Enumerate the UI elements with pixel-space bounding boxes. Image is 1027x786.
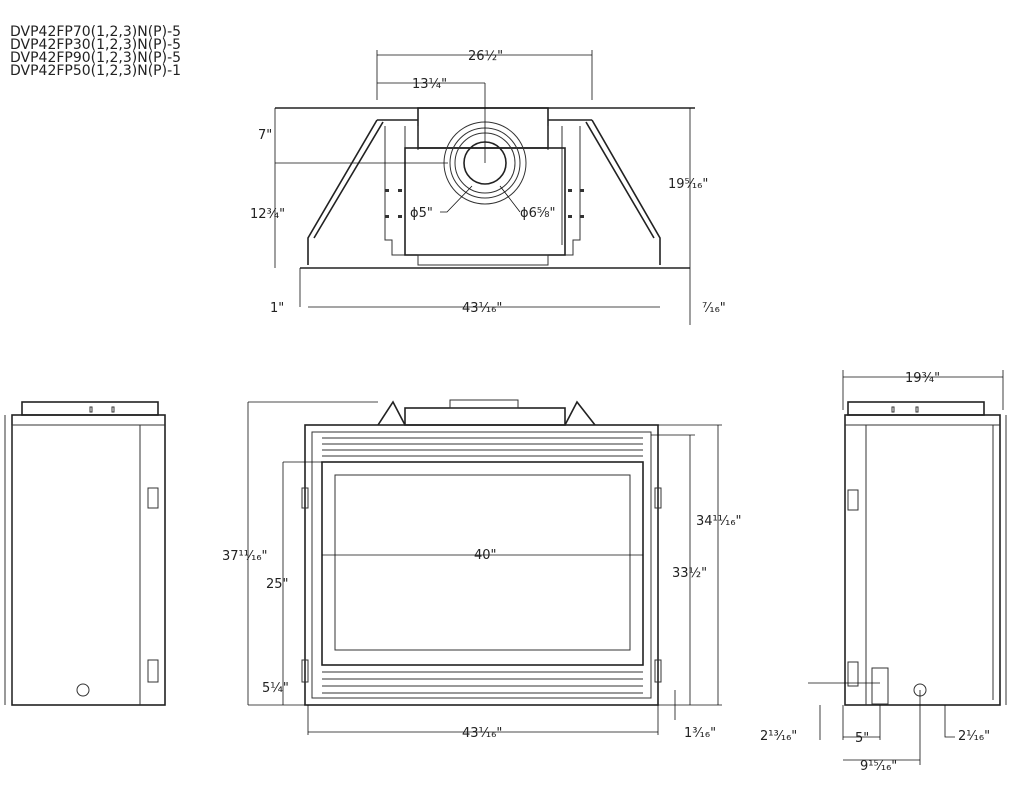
dim-flue-offset: 13¼"	[412, 77, 447, 92]
dim-body-height: 34¹¹⁄₁₆"	[696, 514, 742, 529]
dim-outer-diameter: ϕ6⅝"	[520, 206, 555, 221]
dim-gas-x2: 9¹⁵⁄₁₆"	[860, 759, 897, 774]
top-view: 26½" 13¼" 7" 12¾" 19⁵⁄₁₆" ϕ5" ϕ6⅝" 1" 43…	[250, 49, 726, 325]
dim-gas-x: 5"	[855, 731, 869, 746]
right-side-view: 19¾" 2¹³⁄₁₆" 5" 9¹⁵⁄₁₆" 2¹⁄₁₆"	[760, 370, 1007, 774]
dim-top-width: 26½"	[468, 49, 503, 64]
dim-inner-diameter: ϕ5"	[410, 206, 433, 221]
dim-bottom-offset: 1³⁄₁₆"	[684, 726, 716, 741]
dim-glass-height: 25"	[266, 577, 289, 592]
dim-side-depth: 19¾"	[905, 371, 940, 386]
left-side-view	[4, 401, 166, 706]
model-number: DVP42FP90(1,2,3)N(P)-5	[10, 50, 182, 66]
dim-front-height: 33½"	[672, 566, 707, 581]
dim-bottom-width: 43¹⁄₁₆"	[462, 301, 502, 316]
dim-glass-width: 40"	[474, 548, 497, 563]
dim-gas-height: 2¹³⁄₁₆"	[760, 729, 797, 744]
model-number: DVP42FP50(1,2,3)N(P)-1	[10, 63, 182, 79]
model-number: DVP42FP30(1,2,3)N(P)-5	[10, 37, 182, 53]
dim-overall-height: 37¹¹⁄₁₆"	[222, 549, 268, 564]
dim-standoff-right: ⁷⁄₁₆"	[702, 301, 726, 316]
dim-flue-to-front: 12¾"	[250, 207, 285, 222]
dim-bottom-to-glass: 5¼"	[262, 681, 289, 696]
dim-flue-from-back: 7"	[258, 128, 272, 143]
front-view: 37¹¹⁄₁₆" 25" 5¼" 40" 34¹¹⁄₁₆" 33½" 43¹⁄₁…	[222, 399, 742, 741]
dim-front-width: 43¹⁄₁₆"	[462, 726, 502, 741]
model-list: DVP42FP70(1,2,3)N(P)-5 DVP42FP30(1,2,3)N…	[10, 24, 182, 79]
dim-standoff-left: 1"	[270, 301, 284, 316]
dim-depth: 19⁵⁄₁₆"	[668, 177, 708, 192]
model-number: DVP42FP70(1,2,3)N(P)-5	[10, 24, 182, 40]
dim-elec-height: 2¹⁄₁₆"	[958, 729, 990, 744]
